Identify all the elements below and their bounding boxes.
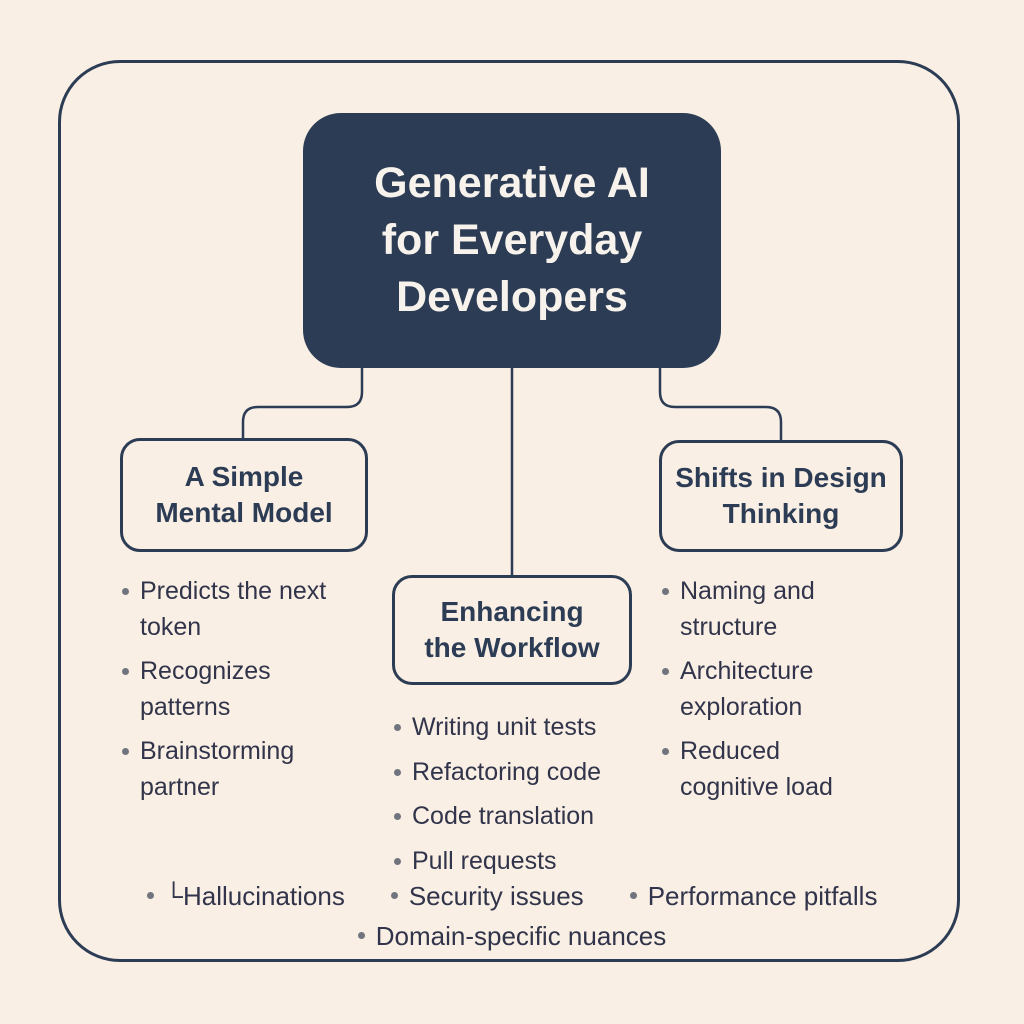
bullet-text: Pull requests	[412, 846, 557, 875]
bullet-dot-icon	[394, 724, 401, 731]
bullet-text: Naming and structure	[680, 577, 815, 641]
bullet-text: Brainstorming partner	[140, 737, 295, 801]
list-item: Brainstorming partner	[122, 734, 362, 805]
root-title: Generative AI for Everyday Developers	[374, 159, 650, 321]
bullet-list-mental-model: Predicts the next token Recognizes patte…	[122, 574, 362, 805]
bullet-list-workflow: Writing unit tests Refactoring code Code…	[394, 710, 601, 879]
branch-box-mental-model: A Simple Mental Model	[120, 438, 368, 552]
branch-label-workflow: Enhancing the Workflow	[424, 595, 600, 663]
outer-frame	[58, 60, 960, 962]
list-item: Writing unit tests	[394, 710, 601, 746]
bullet-dot-icon	[390, 892, 398, 899]
footer-item: Security issues	[390, 878, 584, 914]
bullet-text: Recognizes patterns	[140, 657, 271, 721]
bullet-dot-icon	[662, 748, 669, 755]
footer-text: Domain-specific nuances	[375, 921, 667, 951]
list-item: Predicts the next token	[122, 574, 362, 645]
footer-row-1: └Hallucinations Security issues Performa…	[70, 878, 954, 914]
branch-box-workflow: Enhancing the Workflow	[392, 575, 632, 685]
list-item: Recognizes patterns	[122, 654, 362, 725]
bullet-text: Reduced cognitive load	[680, 737, 833, 801]
footer-text: Security issues	[408, 881, 584, 911]
footer-text: Performance pitfalls	[647, 881, 878, 911]
bullet-dot-icon	[357, 932, 365, 939]
list-item: Reduced cognitive load	[662, 734, 878, 805]
root-node: Generative AI for Everyday Developers	[303, 113, 721, 368]
footer-item: Performance pitfalls	[629, 878, 878, 914]
list-item: Refactoring code	[394, 755, 601, 791]
bullet-list-design-thinking: Naming and structure Architecture explor…	[662, 574, 878, 805]
bullet-dot-icon	[122, 748, 129, 755]
bullet-text: Writing unit tests	[412, 713, 597, 741]
footer-item: Domain-specific nuances	[357, 918, 667, 954]
bullet-dot-icon	[394, 813, 401, 820]
bullet-dot-icon	[629, 892, 637, 899]
bullet-text: Predicts the next token	[140, 577, 327, 641]
bullet-dot-icon	[146, 892, 154, 899]
list-item: Architecture exploration	[662, 654, 878, 725]
bullet-dot-icon	[122, 588, 129, 595]
bullet-dot-icon	[662, 668, 669, 675]
footer-text: └Hallucinations	[164, 881, 345, 911]
bullet-dot-icon	[122, 668, 129, 675]
list-item: Code translation	[394, 799, 601, 835]
bullet-text: Architecture exploration	[680, 657, 814, 721]
footer-row-2: Domain-specific nuances	[70, 918, 954, 954]
bullet-dot-icon	[394, 857, 401, 865]
footer-item: └Hallucinations	[146, 878, 345, 914]
branch-label-design-thinking: Shifts in Design Thinking	[675, 461, 887, 529]
branch-box-design-thinking: Shifts in Design Thinking	[659, 440, 903, 552]
bullet-text: Code translation	[412, 802, 595, 830]
bullet-dot-icon	[662, 588, 669, 595]
branch-label-mental-model: A Simple Mental Model	[155, 460, 333, 528]
list-item: Pull requests	[394, 844, 601, 880]
bullet-text: Refactoring code	[412, 757, 602, 786]
bullet-dot-icon	[394, 768, 401, 776]
list-item: Naming and structure	[662, 574, 878, 645]
